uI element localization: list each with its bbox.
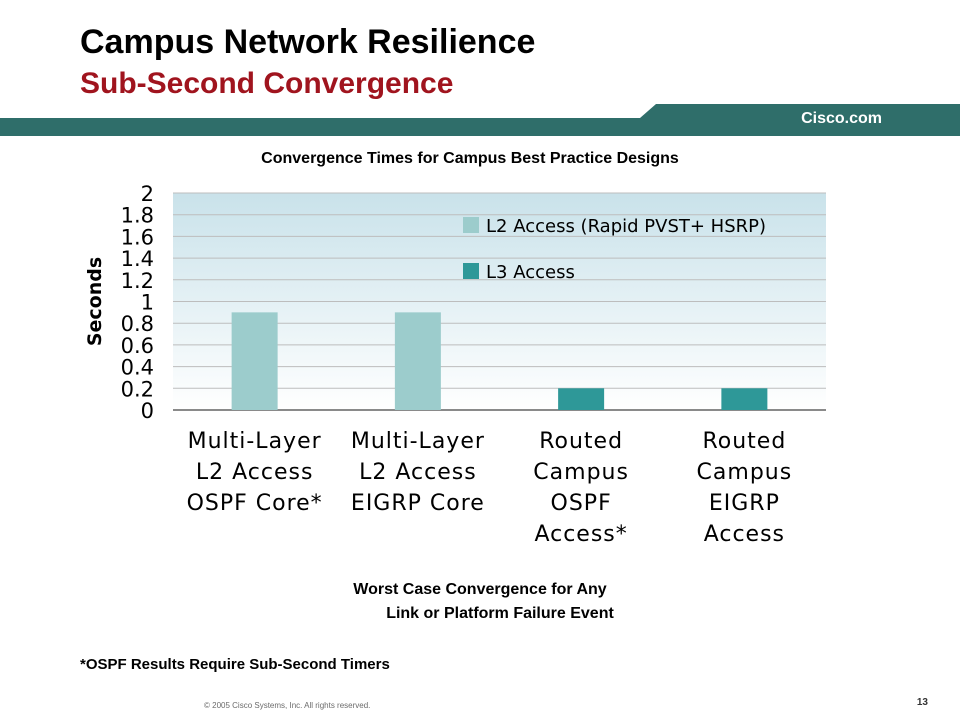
y-tick-label: 1.6 xyxy=(121,225,154,249)
x-category-label: Access xyxy=(704,522,785,547)
x-category-label: Access* xyxy=(534,522,627,547)
brand-label: Cisco.com xyxy=(801,110,882,127)
x-category-label: EIGRP Core xyxy=(351,491,485,516)
y-tick-label: 2 xyxy=(141,182,154,206)
y-axis-label: Seconds xyxy=(84,257,106,346)
x-category-label: Routed xyxy=(702,429,786,454)
y-tick-label: 0.8 xyxy=(121,312,154,336)
y-tick-label: 1.4 xyxy=(121,247,154,271)
legend-swatch xyxy=(463,263,479,279)
slide-subtitle: Sub-Second Convergence xyxy=(80,67,454,100)
x-category-label: OSPF Core* xyxy=(187,491,323,516)
caption-line-1: Worst Case Convergence for Any xyxy=(353,581,607,598)
copyright: © 2005 Cisco Systems, Inc. All rights re… xyxy=(204,701,371,710)
chart-title: Convergence Times for Campus Best Practi… xyxy=(261,150,679,167)
convergence-bar-chart: 21.81.61.41.210.80.60.40.20 SecondsMulti-… xyxy=(84,182,826,547)
legend-label: L2 Access (Rapid PVST+ HSRP) xyxy=(486,216,766,237)
bar-l2-access xyxy=(231,312,278,410)
page-number: 13 xyxy=(916,697,928,708)
y-tick-label: 1.2 xyxy=(121,269,154,293)
y-tick-label: 0.2 xyxy=(121,377,154,401)
x-category-label: Multi-Layer xyxy=(351,429,485,454)
x-category-label: Campus xyxy=(697,460,793,485)
banner-shape xyxy=(0,104,960,136)
caption-line-2: Link or Platform Failure Event xyxy=(386,605,614,622)
y-tick-label: 0.6 xyxy=(121,334,154,358)
legend-label: L3 Access xyxy=(486,262,575,283)
bar-l3-access xyxy=(558,388,605,410)
x-category-label: Campus xyxy=(533,460,629,485)
y-tick-label: 0 xyxy=(141,399,154,423)
header-banner xyxy=(0,104,960,136)
x-category-label: L2 Access xyxy=(196,460,314,485)
y-tick-label: 0.4 xyxy=(121,356,154,380)
x-category-label: OSPF xyxy=(551,491,612,516)
bar-l3-access xyxy=(721,388,768,410)
slide-title: Campus Network Resilience xyxy=(80,23,536,61)
footnote: *OSPF Results Require Sub-Second Timers xyxy=(80,656,390,673)
x-category-label: L2 Access xyxy=(359,460,477,485)
x-category-label: Multi-Layer xyxy=(188,429,322,454)
y-tick-label: 1.8 xyxy=(121,204,154,228)
x-category-label: EIGRP xyxy=(709,491,780,516)
chart-caption: Worst Case Convergence for Any Link or P… xyxy=(250,578,710,626)
legend-swatch xyxy=(463,217,479,233)
x-category-label: Routed xyxy=(539,429,623,454)
y-tick-label: 1 xyxy=(141,291,154,315)
bar-l2-access xyxy=(394,312,441,410)
